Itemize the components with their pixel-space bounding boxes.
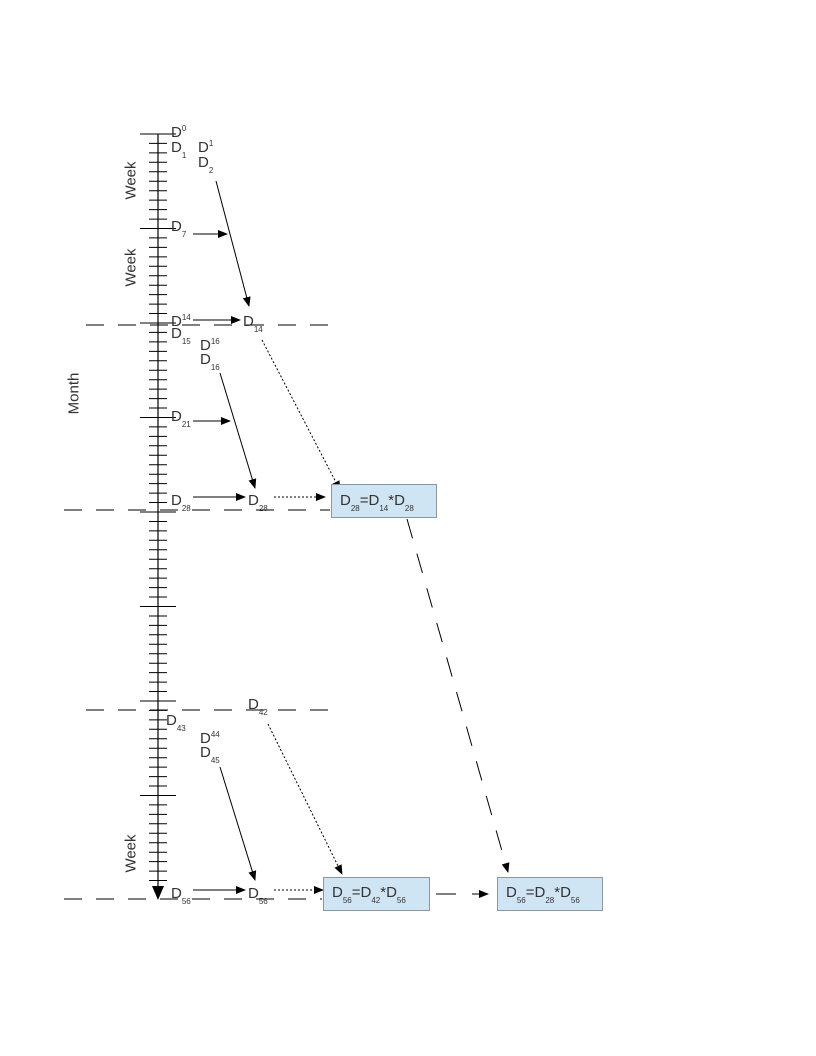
label-d2: D2 [198,154,214,175]
dotted-arrows [261,339,343,894]
axis-arrow-head [152,886,164,900]
axis-ticks [140,133,176,881]
label-d7: D7 [171,218,187,239]
label-d45: D45 [200,744,220,765]
label-d56b: D56 [248,885,268,906]
month-lines [64,324,340,900]
week-label-3: Week [122,834,140,873]
arrow-d45-to-d56 [219,766,257,881]
week-label-1: Week [122,161,140,200]
label-d21: D21 [171,408,191,429]
label-d28: D28 [171,492,191,513]
label-d28b: D28 [248,492,268,513]
label-d16a: D16 [200,337,220,354]
formula-box-d28: D28=D14*D28 [331,484,437,518]
arrow-d16-to-d28 [219,372,257,489]
label-d14: D14 [171,313,191,330]
dashed-arrows [406,518,510,898]
label-d14b: D14 [243,313,263,334]
formula-d56-a-text: D56=D42*D56 [332,884,406,905]
label-d1b: D1 [198,139,214,156]
formula-d56-b-text: D56=D28*D56 [506,884,580,905]
dotted-d14-to-box28 [261,339,341,491]
week-label-2: Week [122,248,140,287]
dotted-d42-to-box56a [267,723,343,875]
label-d15: D15 [171,325,191,346]
dashed-box28-to-box56b [406,518,510,873]
solid-arrows [193,180,257,894]
formula-box-d56-b: D56=D28*D56 [497,877,603,911]
label-d43: D43 [166,712,186,733]
formula-box-d56-a: D56=D42*D56 [323,877,430,911]
month-label: Month [65,372,83,415]
label-d0: D0 [171,124,187,141]
label-d56: D56 [171,885,191,906]
label-d1: D1 [171,139,187,160]
label-d16b: D16 [200,351,220,372]
label-d42: D42 [248,696,268,717]
formula-d28-text: D28=D14*D28 [340,492,414,513]
arrow-d2-to-d14 [215,180,251,307]
label-d44: D44 [200,730,220,747]
